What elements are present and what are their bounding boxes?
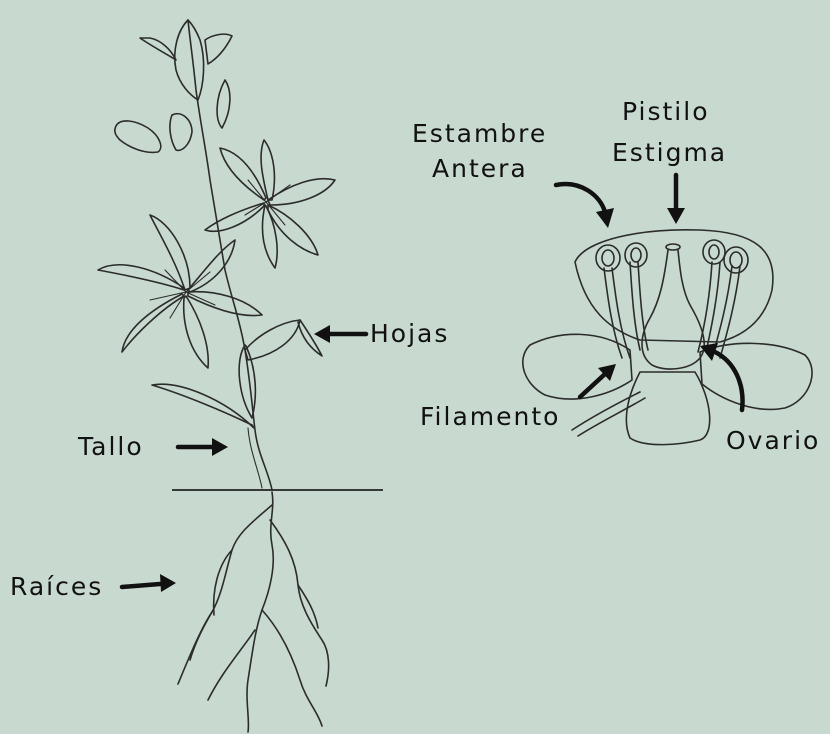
label-estigma: Estigma xyxy=(612,139,727,167)
arrow-estambre xyxy=(556,184,614,228)
label-filamento: Filamento xyxy=(420,403,560,431)
label-tallo: Tallo xyxy=(78,433,144,461)
filaments xyxy=(604,262,740,358)
arrow-pistilo xyxy=(667,175,685,224)
label-antera: Antera xyxy=(432,155,528,183)
label-estambre: Estambre xyxy=(412,120,547,148)
anthers xyxy=(596,240,748,273)
label-ovario: Ovario xyxy=(726,427,820,455)
pistil xyxy=(642,244,704,369)
label-hojas: Hojas xyxy=(370,320,449,348)
label-raices: Raíces xyxy=(10,573,103,601)
label-pistilo: Pistilo xyxy=(622,98,710,126)
